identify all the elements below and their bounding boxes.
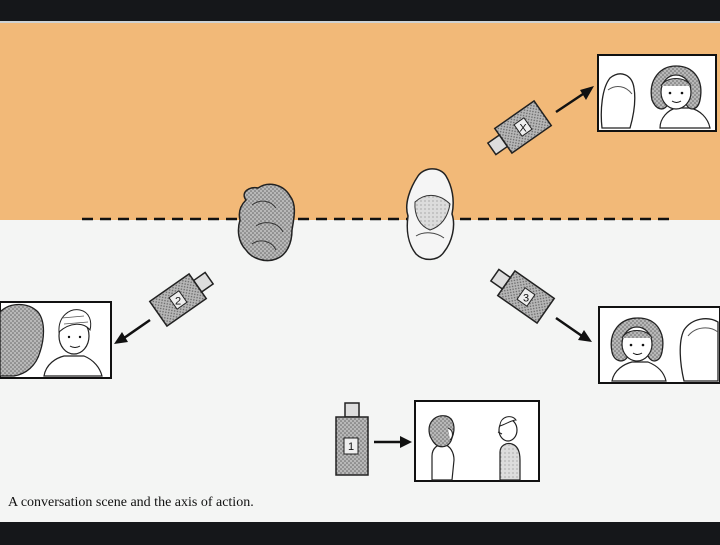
camera-x-icon: X xyxy=(486,99,553,156)
camera-3-label: 3 xyxy=(523,293,529,305)
camera-1-icon: 1 xyxy=(335,402,369,476)
camera-2-label: 2 xyxy=(175,296,181,308)
frame-x-shot xyxy=(597,54,717,132)
camera-x-label: X xyxy=(519,123,527,135)
frame-3-shot xyxy=(598,306,720,384)
person-right-head-icon xyxy=(406,168,455,261)
camera-2-icon: 2 xyxy=(148,271,215,328)
camera-1-label: 1 xyxy=(348,441,354,453)
camera-x-arrow xyxy=(555,90,587,114)
camera-3-arrow xyxy=(555,316,583,338)
person-left-head-icon xyxy=(237,183,296,262)
camera-2-arrow xyxy=(123,318,151,340)
camera-3-icon: 3 xyxy=(489,268,556,325)
frame-2-shot xyxy=(0,301,112,379)
frame-1-shot xyxy=(414,400,540,482)
caption: A conversation scene and the axis of act… xyxy=(8,495,254,510)
